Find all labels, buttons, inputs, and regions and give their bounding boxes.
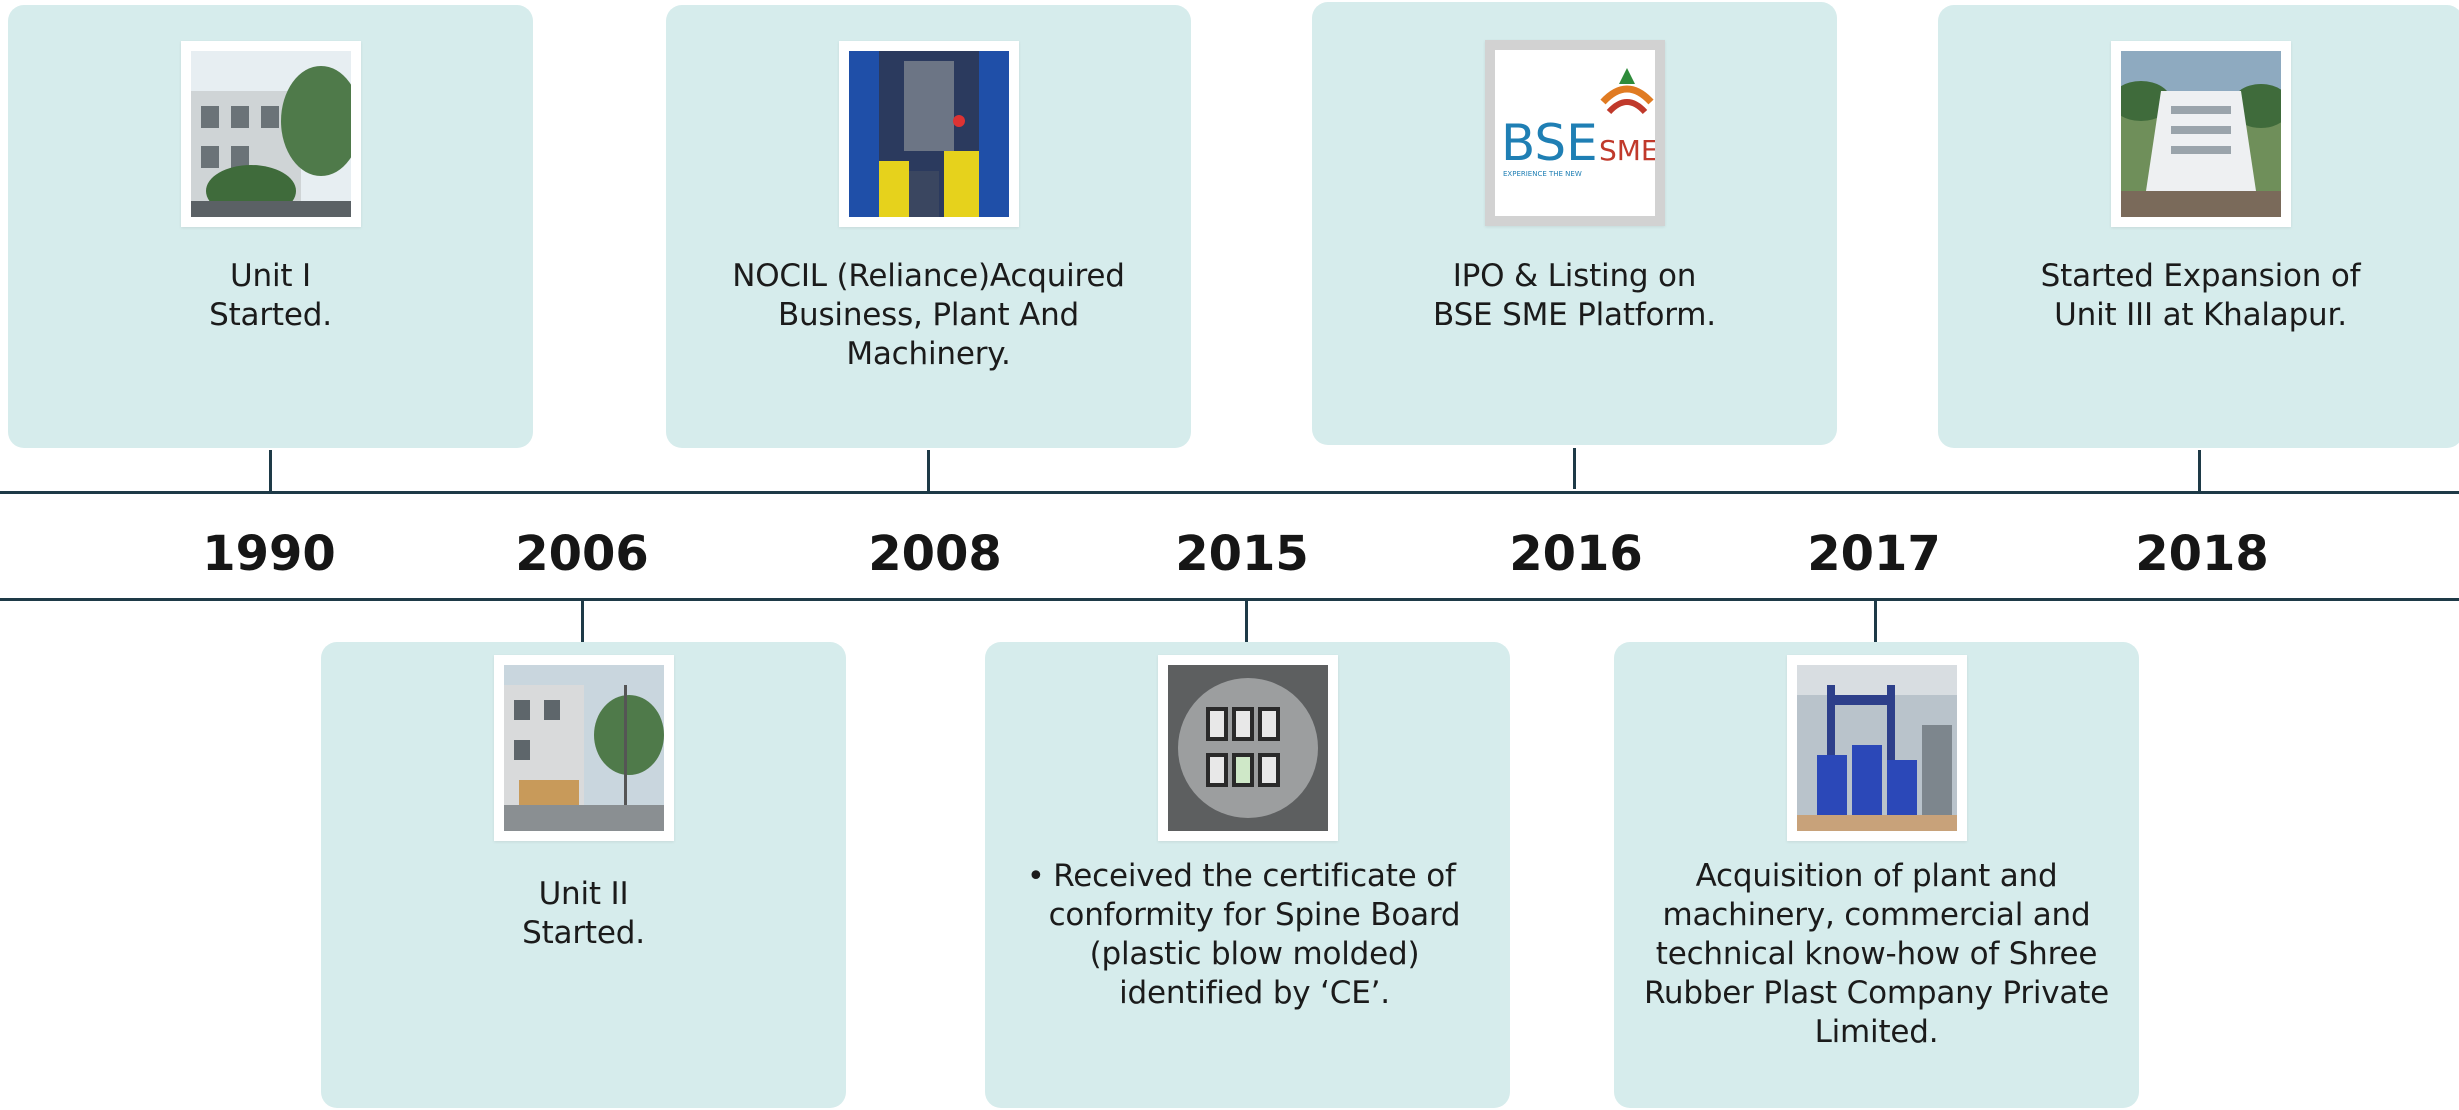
caption-line: Unit I	[230, 258, 311, 294]
caption-line: identified by ‘CE’.	[1119, 975, 1390, 1011]
year-label-2006: 2006	[515, 526, 649, 582]
event-card-2016: BSE SME EXPERIENCE THE NEW IPO & Listing…	[1312, 2, 1837, 445]
bullet-point: •	[1027, 859, 1045, 894]
year-label-2017: 2017	[1807, 526, 1941, 582]
bse-sme-logo-icon: BSE SME EXPERIENCE THE NEW	[1494, 50, 1655, 216]
caption-line: Unit II	[538, 876, 629, 912]
event-image-2016: BSE SME EXPERIENCE THE NEW	[1484, 40, 1665, 226]
connector-1990	[269, 450, 272, 491]
event-card-2018: Started Expansion of Unit III at Khalapu…	[1938, 5, 2459, 448]
event-image-2018	[2110, 41, 2291, 227]
event-card-2008: NOCIL (Reliance)Acquired Business, Plant…	[666, 5, 1191, 448]
year-label-2008: 2008	[868, 526, 1002, 582]
event-caption-2018: Started Expansion of Unit III at Khalapu…	[1968, 257, 2433, 335]
connector-2008	[927, 450, 930, 491]
connector-2018	[2198, 450, 2201, 491]
caption-line: Received the certificate of	[1053, 858, 1456, 894]
caption-line: Started.	[522, 915, 645, 951]
khalapur-unit-icon	[2120, 51, 2281, 217]
framed-certificates-icon	[1167, 665, 1328, 831]
connector-2015	[1245, 601, 1248, 642]
event-caption-2017: Acquisition of plant and machinery, comm…	[1630, 857, 2123, 1052]
sme-logo-text: SME	[1599, 134, 1655, 167]
caption-line: Started.	[209, 297, 332, 333]
event-card-1990: Unit I Started.	[8, 5, 533, 448]
year-label-2016: 2016	[1509, 526, 1643, 582]
logo-tagline: EXPERIENCE THE NEW	[1503, 170, 1582, 178]
year-label-2015: 2015	[1175, 526, 1309, 582]
caption-line: Rubber Plast Company Private	[1643, 975, 2110, 1011]
event-card-2017: Acquisition of plant and machinery, comm…	[1614, 642, 2139, 1108]
event-caption-1990: Unit I Started.	[38, 257, 503, 335]
caption-line: NOCIL (Reliance)Acquired	[732, 258, 1125, 294]
caption-line: Unit III at Khalapur.	[2054, 297, 2347, 333]
event-caption-2015: • Received the certificate of conformity…	[1027, 857, 1480, 1013]
year-label-2018: 2018	[2135, 526, 2269, 582]
caption-line: Started Expansion of	[2040, 258, 2361, 294]
connector-2017	[1874, 601, 1877, 642]
year-label-1990: 1990	[202, 526, 336, 582]
event-image-2015	[1157, 655, 1338, 841]
caption-line: Business, Plant And	[777, 297, 1080, 333]
event-image-2006	[493, 655, 674, 841]
caption-line: machinery, commercial and	[1662, 897, 2091, 933]
caption-line: Limited.	[1814, 1014, 1939, 1050]
event-caption-2006: Unit II Started.	[351, 875, 816, 953]
connector-2006	[581, 601, 584, 642]
caption-line: (plastic blow molded)	[1089, 936, 1420, 972]
caption-line: IPO & Listing on	[1452, 258, 1697, 294]
event-caption-2008: NOCIL (Reliance)Acquired Business, Plant…	[696, 257, 1161, 374]
plant-machinery-icon	[1796, 665, 1957, 831]
event-card-2006: Unit II Started.	[321, 642, 846, 1108]
caption-line: conformity for Spine Board	[1048, 897, 1461, 933]
timeline-bottom-rule	[0, 598, 2459, 601]
factory-building-icon	[190, 51, 351, 217]
caption-line: technical know-how of Shree	[1655, 936, 2098, 972]
connector-2016	[1573, 448, 1576, 489]
event-image-2017	[1786, 655, 1967, 841]
event-image-1990	[180, 41, 361, 227]
caption-line: Machinery.	[846, 336, 1011, 372]
caption-line: BSE SME Platform.	[1433, 297, 1716, 333]
bse-logo-text: BSE	[1501, 114, 1598, 172]
caption-line: Acquisition of plant and	[1695, 858, 2058, 894]
timeline-top-rule	[0, 491, 2459, 494]
event-card-2015: • Received the certificate of conformity…	[985, 642, 1510, 1108]
blow-molding-machine-icon	[848, 51, 1009, 217]
unit-two-building-icon	[503, 665, 664, 831]
event-caption-2016: IPO & Listing on BSE SME Platform.	[1342, 257, 1807, 335]
event-image-2008	[838, 41, 1019, 227]
